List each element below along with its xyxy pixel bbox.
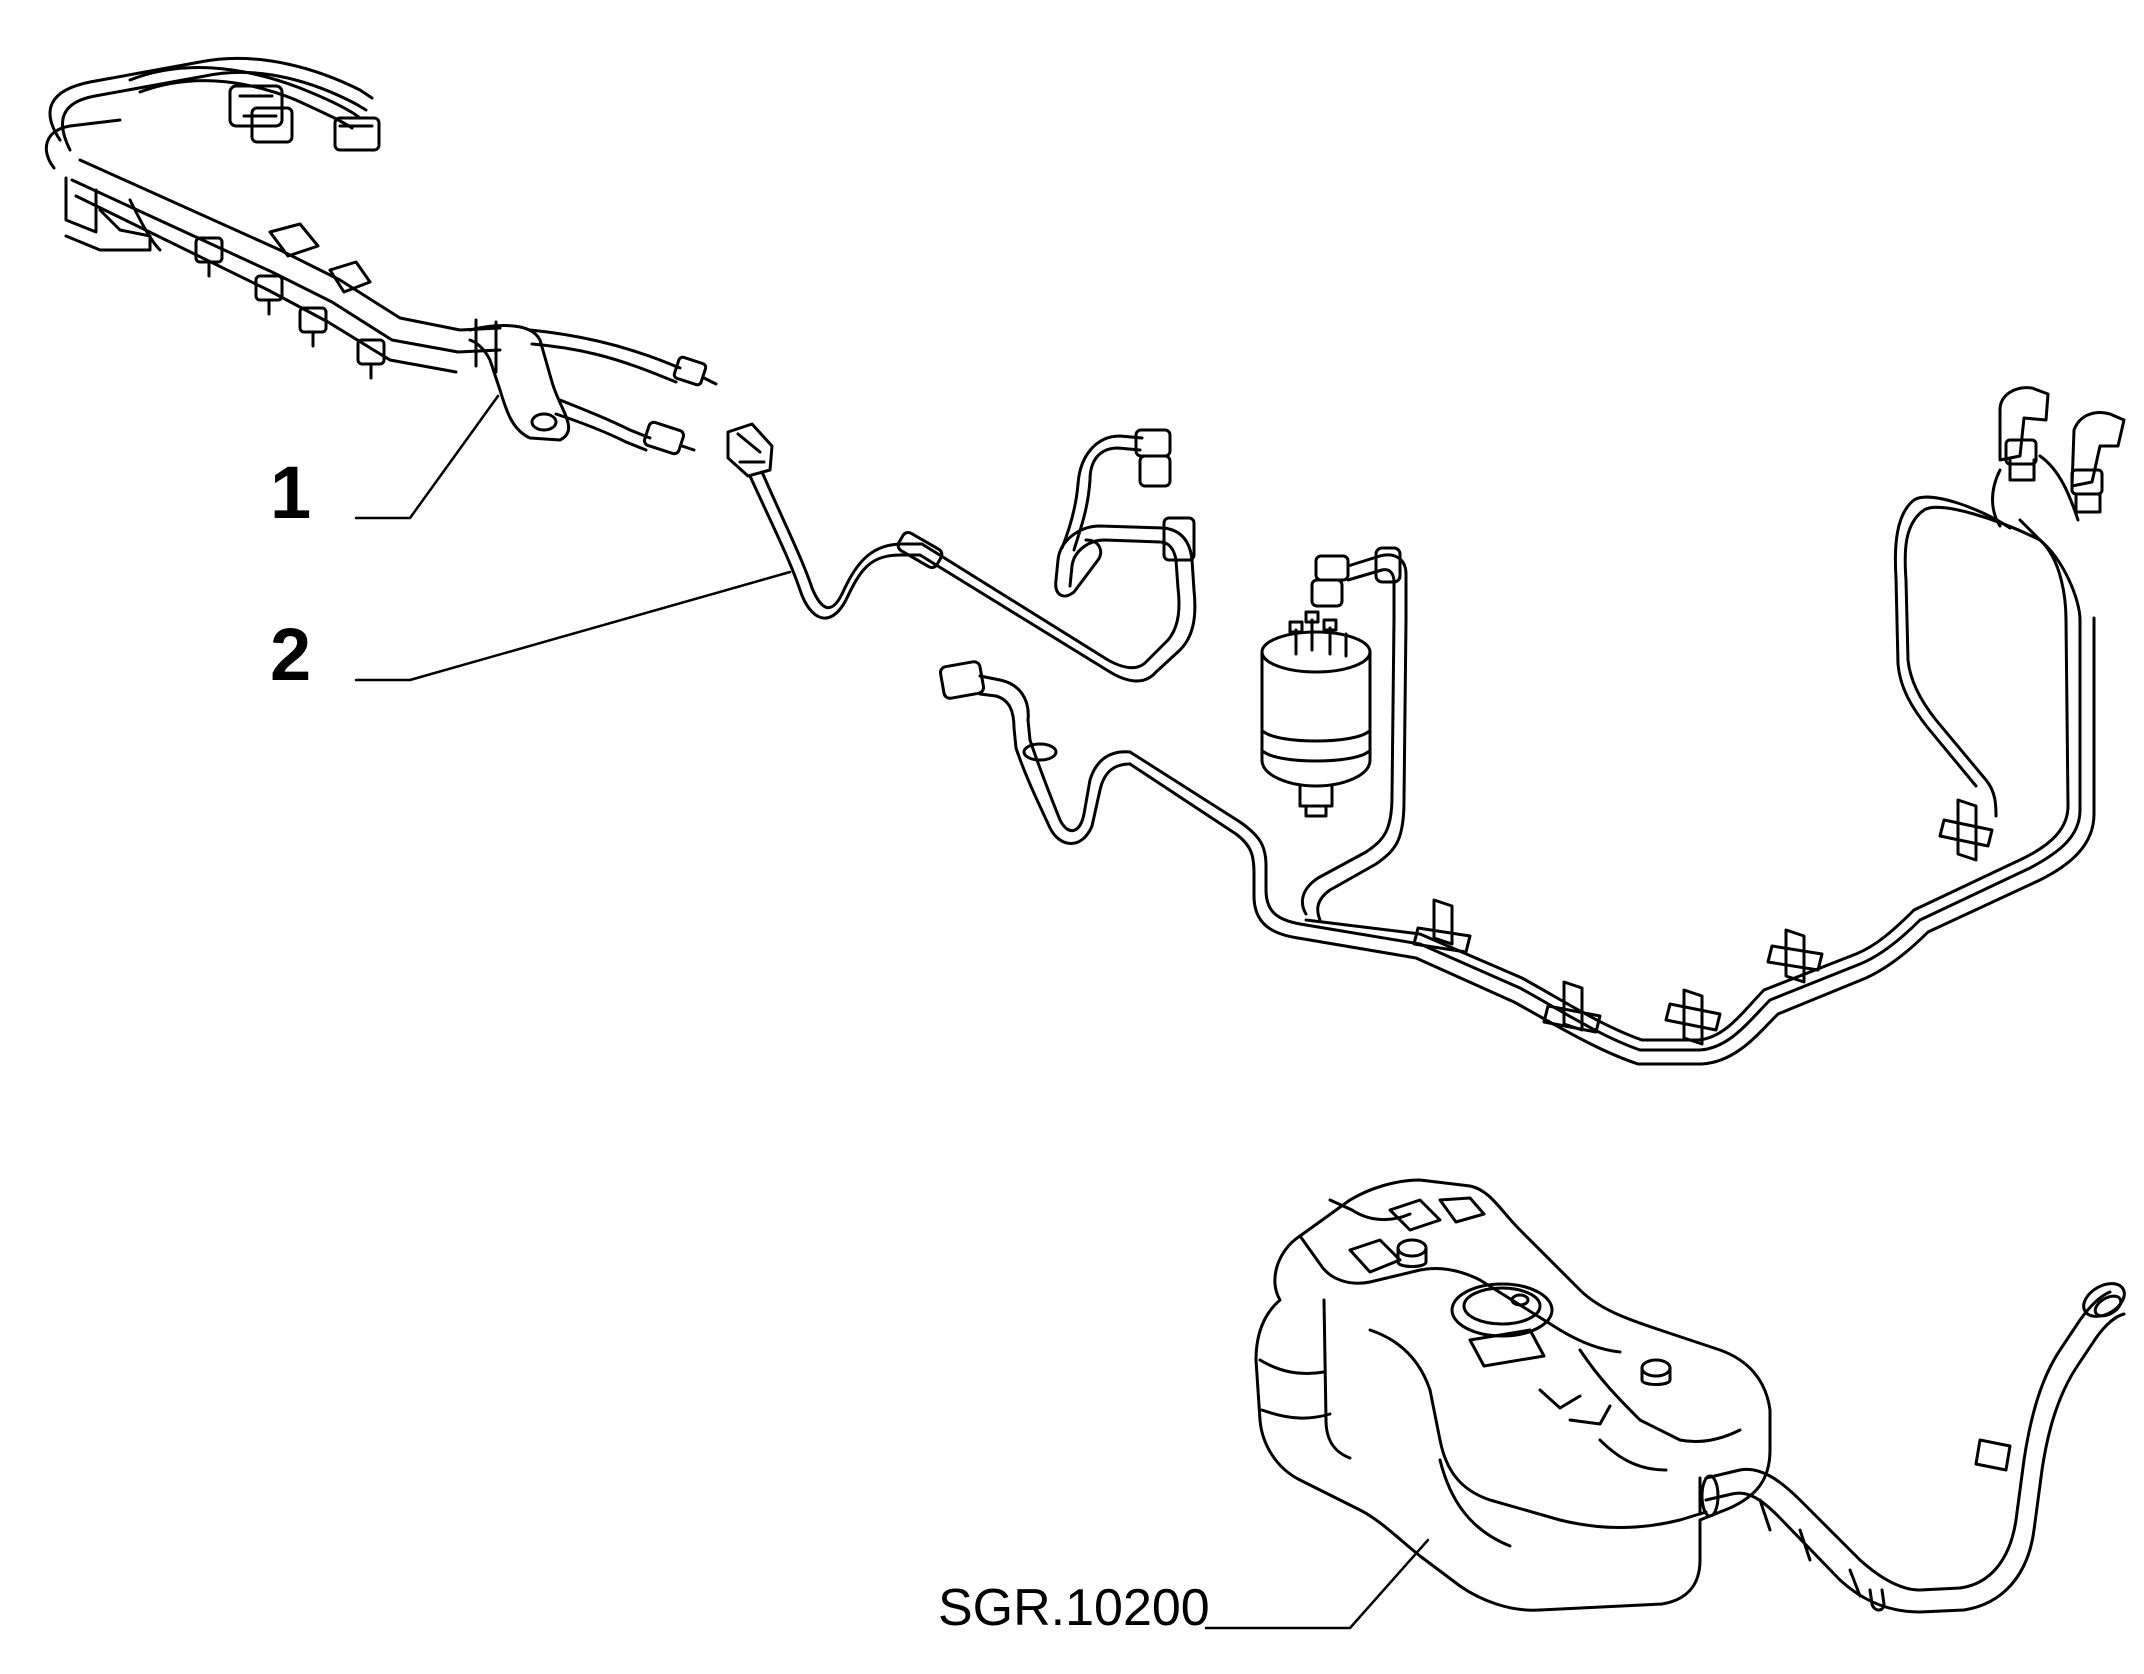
callout-part-1: 1 [270, 451, 312, 534]
injector-stubs [194, 236, 386, 380]
callout-part-2: 2 [270, 613, 312, 696]
filter-outlet-line [1300, 546, 1408, 922]
underbody-lines [938, 386, 2126, 1066]
leader-lines [354, 394, 1430, 1630]
leader-line-2 [354, 570, 792, 682]
callout-reference-sgr: SGR.10200 [938, 1579, 1210, 1637]
fuel-line [726, 422, 1197, 683]
leader-line-1 [354, 394, 500, 520]
fuel-filter [1260, 610, 1372, 818]
fuel-rail-assembly [44, 56, 718, 456]
fuel-tank [1254, 1178, 2126, 1614]
line-clips [1412, 798, 1994, 1046]
leader-line-ref [1204, 1538, 1430, 1630]
